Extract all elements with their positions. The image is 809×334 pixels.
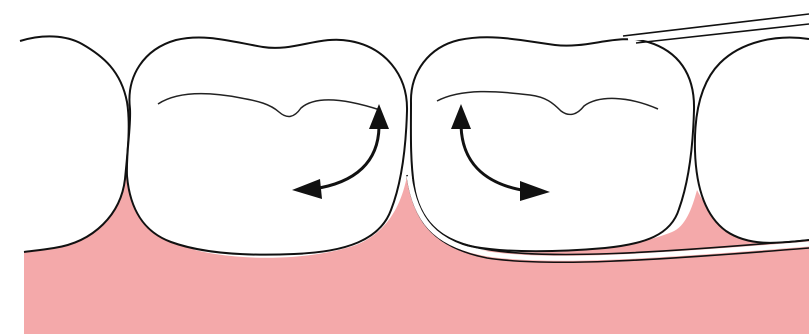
tooth-left-molar: [127, 37, 407, 254]
tooth-right-molar: [411, 37, 694, 251]
tooth-right-partial: [695, 38, 809, 243]
